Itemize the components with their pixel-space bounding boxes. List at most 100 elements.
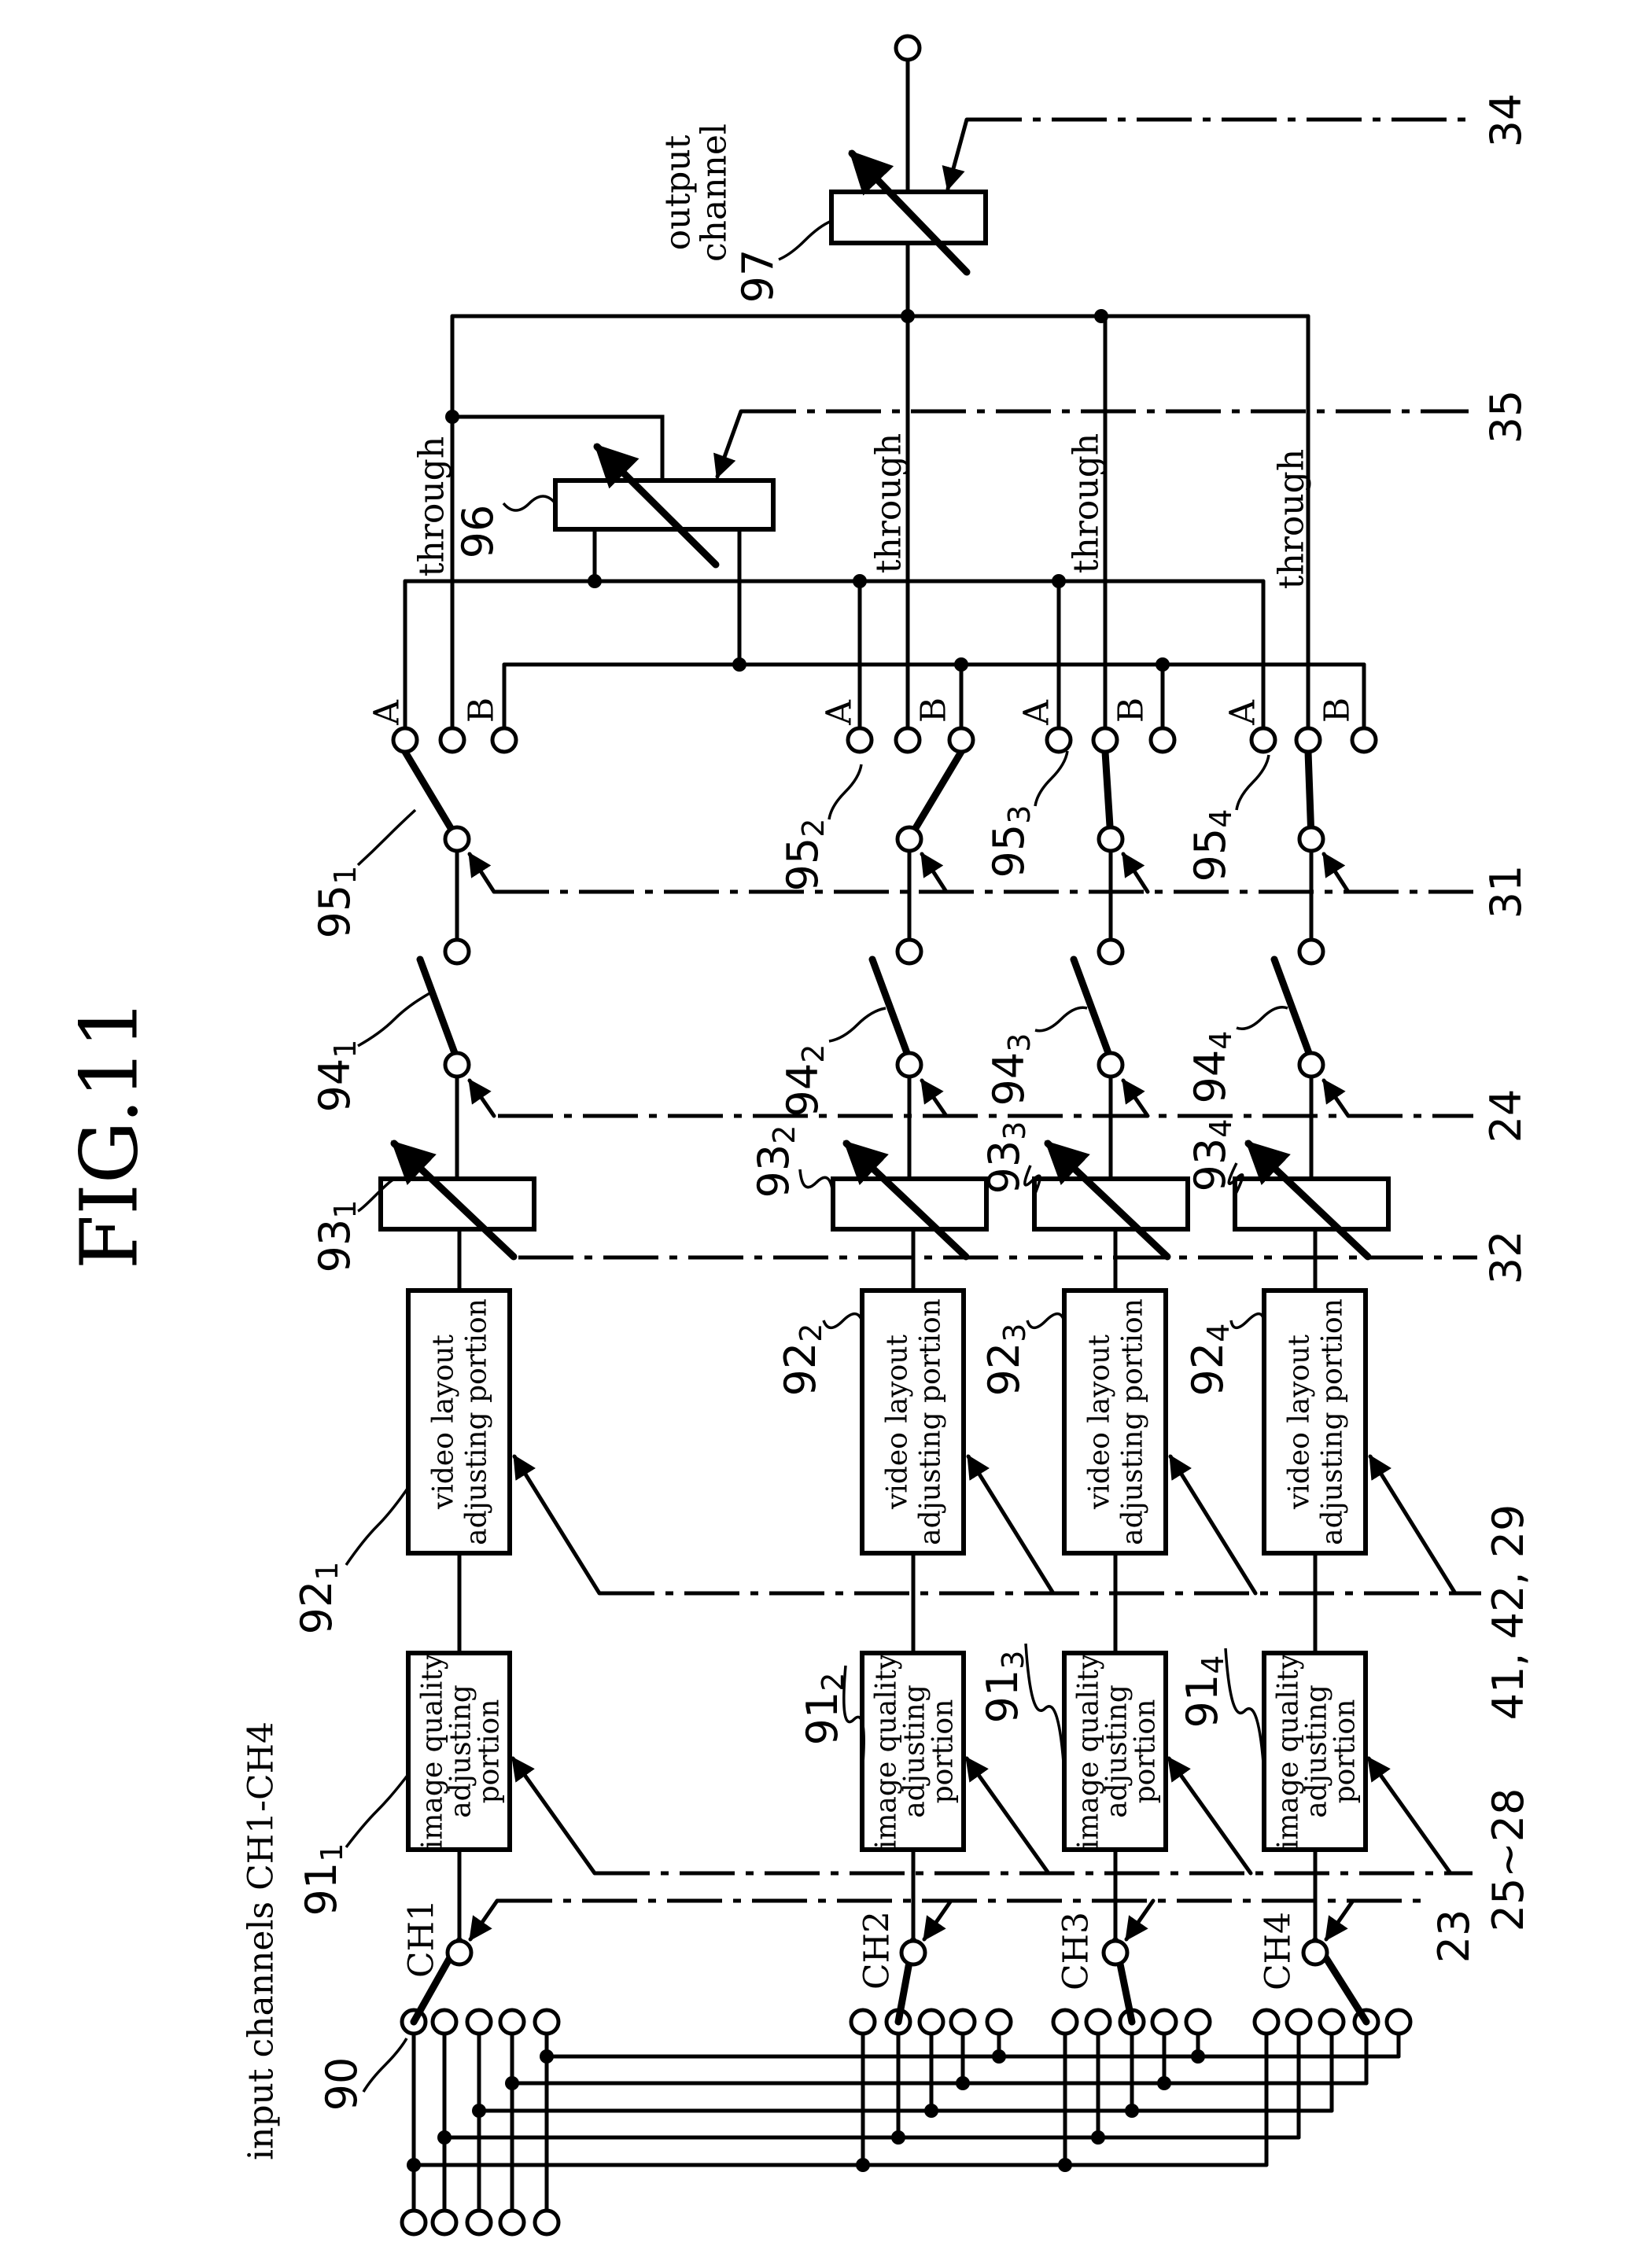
image-quality-text: image quality <box>871 1653 903 1849</box>
terminal-b-label: B <box>1318 698 1358 723</box>
leader-line <box>824 1314 862 1328</box>
image-quality-text: portion <box>1130 1699 1162 1804</box>
terminal-b <box>1352 728 1376 752</box>
ref-number: 90 <box>317 2057 367 2112</box>
ref-subscript: 1 <box>328 1200 363 1219</box>
on-off-switch-lever <box>1074 959 1108 1053</box>
through-label: through <box>1067 433 1107 573</box>
ref-subscript: 2 <box>767 1125 802 1144</box>
selector-input-terminal <box>951 2010 975 2034</box>
ref-number: 95 <box>310 885 359 939</box>
video-layout-text: video layout <box>1284 1334 1316 1509</box>
leader-line <box>503 496 555 510</box>
switch-95-input-terminal <box>1099 940 1122 963</box>
ref-subscript: 2 <box>796 1044 831 1063</box>
ref-numeral-r34: 34 <box>1481 94 1531 148</box>
through-label: through <box>1272 449 1312 589</box>
ref-numeral-r93_3: 933 <box>979 1121 1033 1195</box>
switch-95-pivot <box>445 827 469 851</box>
leader-line <box>1231 1314 1264 1328</box>
ref-numeral-r94_2: 942 <box>778 1044 831 1117</box>
ref-subscript: 1 <box>315 1843 349 1862</box>
junction-dot <box>856 2158 870 2172</box>
terminal-b-label: B <box>462 698 502 723</box>
selector-input-terminal <box>851 2010 875 2034</box>
terminal-through <box>1296 728 1320 752</box>
ref-number: 32 <box>1481 1231 1531 1285</box>
leader-line <box>1226 1648 1264 1773</box>
ref-numeral-r95_4: 954 <box>1185 809 1239 882</box>
terminal-b-label: B <box>914 698 954 723</box>
control-arrow <box>470 1081 494 1116</box>
output-level-box-97 <box>831 192 986 243</box>
control-arrow <box>922 1081 946 1116</box>
ref-subscript: 3 <box>996 1651 1030 1670</box>
ref-numeral-r93_1: 931 <box>310 1200 363 1273</box>
mixer-output-line <box>452 417 662 480</box>
selector-input-terminal <box>1255 2010 1278 2034</box>
image-quality-text: portion <box>1329 1699 1362 1804</box>
terminal-a-label: A <box>1223 699 1263 726</box>
video-layout-text: adjusting portion <box>1117 1298 1149 1545</box>
control-arrow <box>470 1901 497 1939</box>
terminal-a <box>848 728 872 752</box>
selector-input-terminal <box>920 2010 943 2034</box>
ref-numeral-r95_2: 952 <box>778 819 831 892</box>
leader-line <box>1026 1644 1064 1773</box>
ref-subscript: 4 <box>1196 1655 1230 1674</box>
switch-95-pivot <box>1299 827 1323 851</box>
ref-subscript: 2 <box>816 1673 850 1692</box>
terminal-a <box>393 728 417 752</box>
ref-subscript: 1 <box>328 866 363 885</box>
ref-number: 95 <box>984 824 1034 878</box>
video-layout-text: adjusting portion <box>1317 1298 1349 1545</box>
on-off-switch-lever <box>872 959 907 1053</box>
control-arrow <box>1370 1456 1455 1593</box>
terminal-b-label: B <box>1111 698 1152 723</box>
input-source-terminal <box>402 2211 426 2234</box>
channel-label-ch1: CH1 <box>402 1899 442 1978</box>
ref-numeral-r91_1: 911 <box>297 1843 350 1916</box>
switch-95-pivot <box>898 827 921 851</box>
ref-numeral-r95_3: 953 <box>984 805 1038 878</box>
ref-number: 94 <box>1185 1050 1235 1104</box>
selector-input-terminal <box>1053 2010 1077 2034</box>
junction-dot <box>1094 309 1108 323</box>
image-quality-text: adjusting <box>899 1684 931 1818</box>
ref-numeral-r96: 96 <box>453 505 503 559</box>
control-arrow <box>513 1758 595 1873</box>
ref-number: 97 <box>733 249 783 304</box>
control-arrow <box>1324 1081 1348 1116</box>
selector-input-terminal <box>1186 2010 1210 2034</box>
junction-dot <box>540 2049 554 2064</box>
on-off-switch-lever <box>420 959 455 1053</box>
input-source-terminal <box>467 2211 491 2234</box>
ref-numeral-r97: 97 <box>733 249 783 304</box>
ref-numeral-r91_3: 913 <box>978 1651 1031 1724</box>
ref-number: 92 <box>292 1581 341 1635</box>
ref-numeral-r92_2: 922 <box>776 1324 829 1397</box>
leader-line <box>1027 1314 1064 1328</box>
video-layout-text: adjusting portion <box>461 1298 493 1545</box>
image-quality-text: image quality <box>1073 1653 1105 1849</box>
ref-numeral-r93_4: 934 <box>1185 1119 1239 1192</box>
ref-number: 93 <box>310 1219 359 1273</box>
selector-input-terminal <box>500 2010 524 2034</box>
ref-numeral-r35: 35 <box>1481 390 1531 444</box>
terminal-b <box>1151 728 1174 752</box>
terminal-b <box>492 728 516 752</box>
ref-number: 95 <box>778 838 828 892</box>
junction-dot <box>1052 574 1066 588</box>
terminal-a <box>1251 728 1275 752</box>
leader-line <box>829 1008 886 1041</box>
image-quality-text: image quality <box>1273 1653 1305 1849</box>
ref-number: 91 <box>297 1862 346 1916</box>
leader-line <box>829 764 861 819</box>
ref-number: 93 <box>749 1144 798 1198</box>
input-selector-pivot <box>1104 1941 1127 1964</box>
input-source-terminal <box>433 2211 456 2234</box>
switch-95-pivot <box>1099 827 1122 851</box>
mixer-box-96 <box>555 480 773 529</box>
selector-input-terminal <box>535 2010 558 2034</box>
input-selector-pivot <box>901 1941 925 1964</box>
